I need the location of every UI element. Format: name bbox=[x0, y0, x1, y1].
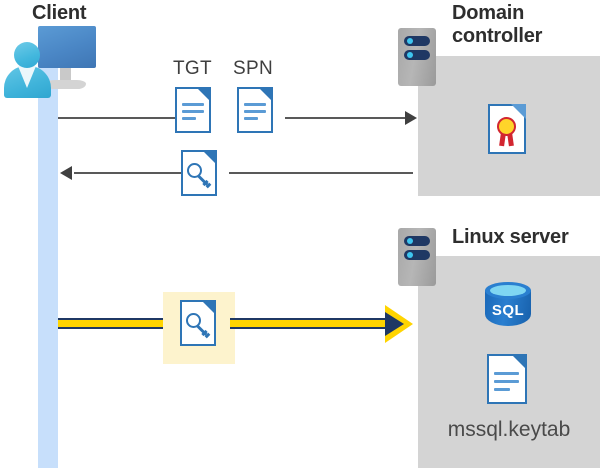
document-fold bbox=[258, 87, 273, 102]
document-fold bbox=[202, 150, 217, 165]
document-text-line bbox=[244, 110, 266, 113]
request-line-right bbox=[285, 117, 413, 119]
key-icon bbox=[186, 313, 211, 339]
keytab-document-icon bbox=[487, 354, 527, 404]
server-led-1 bbox=[407, 38, 413, 44]
certificate-seal bbox=[497, 117, 516, 136]
document-text-line bbox=[244, 103, 266, 106]
keytab-file-label: mssql.keytab bbox=[447, 418, 571, 441]
document-text-line bbox=[182, 117, 196, 120]
reply-line-left bbox=[74, 172, 182, 174]
sql-label: SQL bbox=[491, 302, 525, 319]
key-icon bbox=[187, 163, 212, 189]
person-collar bbox=[18, 66, 36, 88]
request-line-left bbox=[58, 117, 176, 119]
server-bay-2 bbox=[404, 50, 430, 60]
linux-server-title: Linux server bbox=[452, 226, 569, 248]
client-title: Client bbox=[32, 2, 87, 24]
monitor-screen bbox=[38, 26, 96, 68]
server-led-2 bbox=[407, 252, 413, 258]
authenticate-line-left bbox=[58, 318, 168, 329]
authenticate-line-right bbox=[230, 318, 390, 329]
user-computer-icon bbox=[4, 26, 96, 98]
document-fold bbox=[201, 300, 216, 315]
client-lifeline bbox=[38, 62, 58, 468]
tgt-document-icon bbox=[175, 87, 211, 133]
server-rack-icon bbox=[398, 228, 436, 286]
key-document-icon bbox=[181, 150, 217, 196]
spn-label: SPN bbox=[233, 58, 273, 79]
server-rack-icon bbox=[398, 28, 436, 86]
sql-database-icon: SQL bbox=[485, 282, 531, 332]
monitor-neck bbox=[60, 68, 71, 82]
server-led-2 bbox=[407, 52, 413, 58]
person-head bbox=[14, 42, 40, 68]
server-bay-1 bbox=[404, 236, 430, 246]
reply-arrowhead bbox=[60, 166, 72, 180]
document-text-line bbox=[494, 380, 519, 383]
reply-line-right bbox=[229, 172, 413, 174]
document-text-line bbox=[494, 372, 519, 375]
request-arrowhead bbox=[405, 111, 417, 125]
domain-controller-title: Domain controller bbox=[452, 2, 543, 47]
authenticate-arrowhead-inner bbox=[385, 312, 404, 336]
server-bay-2 bbox=[404, 250, 430, 260]
document-text-line bbox=[182, 103, 204, 106]
certificate-fold bbox=[511, 104, 526, 119]
document-fold bbox=[511, 354, 527, 370]
monitor-base bbox=[46, 80, 86, 89]
database-top bbox=[485, 282, 531, 299]
spn-document-icon bbox=[237, 87, 273, 133]
key-ring bbox=[187, 163, 202, 178]
document-text-line bbox=[182, 110, 204, 113]
key-document-icon bbox=[180, 300, 216, 346]
document-fold bbox=[196, 87, 211, 102]
certificate-icon bbox=[488, 104, 526, 154]
document-text-line bbox=[244, 117, 258, 120]
key-ring bbox=[186, 313, 201, 328]
document-text-line bbox=[494, 388, 510, 391]
server-led-1 bbox=[407, 238, 413, 244]
server-bay-1 bbox=[404, 36, 430, 46]
database-top-inner bbox=[490, 285, 526, 296]
tgt-label: TGT bbox=[173, 58, 212, 79]
